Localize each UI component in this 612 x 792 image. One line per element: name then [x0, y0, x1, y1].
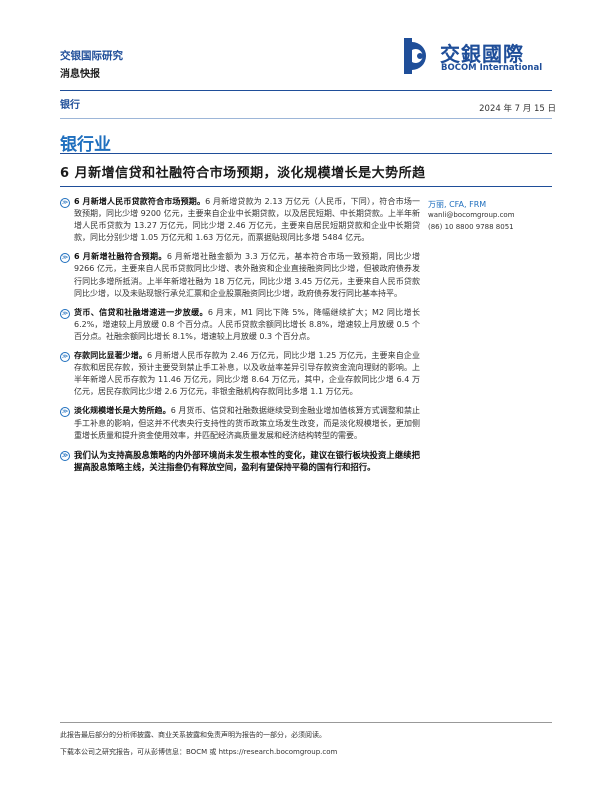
bullet-item: ≫ 淡化规模增长是大势所趋。6 月货币、信贷和社融数据继续受到金融业增加值核算方…	[60, 405, 420, 441]
research-brand: 交银国际研究	[60, 50, 123, 62]
analyst-email[interactable]: wanli@bocomgroup.com	[428, 211, 515, 219]
bullet-list: ≫ 6 月新增人民币贷款符合市场预期。6 月新增贷款为 2.13 万亿元（人民币…	[60, 196, 420, 474]
chevron-icon: ≫	[60, 450, 70, 461]
chevron-icon: ≫	[60, 308, 70, 319]
disclaimer-text: 此报告最后部分的分析师披露、商业关系披露和免责声明为报告的一部分，必须阅读。	[60, 731, 326, 739]
download-info: 下载本公司之研究报告，可从彭博信息：BOCM 或 https://researc…	[60, 748, 338, 756]
bullet-lead: 存款同比显著少增。	[74, 351, 148, 361]
bullet-lead: 6 月新增社融符合预期。	[74, 252, 167, 262]
bullet-lead: 货币、信贷和社融增速进一步放缓。	[74, 307, 208, 317]
bullet-body: 6 月末，M1 同比下降 5%，降幅继续扩大；M2 同比增长 6.2%，增速较上…	[74, 307, 420, 341]
industry-title: 银行业	[60, 135, 111, 155]
report-type: 消息快报	[60, 69, 100, 80]
bullet-body: 6 月新增贷款为 2.13 万亿元（人民币，下同），符合市场一致预期，同比少增 …	[74, 197, 420, 243]
analyst-name: 万丽, CFA, FRM	[428, 200, 487, 209]
conclusion-item: ≫ 我们认为支持高股息策略的内外部环境尚未发生根本性的变化，建议在银行板块投资上…	[60, 449, 420, 474]
report-date: 2024 年 7 月 15 日	[479, 104, 556, 114]
bullet-item: ≫ 6 月新增人民币贷款符合市场预期。6 月新增贷款为 2.13 万亿元（人民币…	[60, 196, 420, 244]
sector-label: 银行	[60, 100, 80, 111]
logo-english-name: BOCOM International	[441, 63, 543, 73]
footer-divider	[60, 722, 552, 723]
conclusion-text: 我们认为支持高股息策略的内外部环境尚未发生根本性的变化，建议在银行板块投资上继续…	[74, 449, 420, 473]
logo-chinese-name: 交銀國際	[440, 42, 524, 66]
bullet-item: ≫ 存款同比显著少增。6 月新增人民币存款为 2.46 万亿元，同比少增 1.2…	[60, 350, 420, 398]
title-divider	[60, 153, 552, 154]
analyst-phone: (86) 10 8800 9788 8051	[428, 223, 514, 231]
header-divider	[60, 90, 552, 91]
report-headline: 6 月新增信贷和社融符合市场预期，淡化规模增长是大势所趋	[60, 166, 426, 181]
bocom-logo-icon	[404, 38, 426, 74]
chevron-icon: ≫	[60, 352, 70, 363]
sector-divider	[60, 118, 552, 119]
bullet-body: 6 月新增社融金额为 3.3 万亿元，基本符合市场一致预期，同比少增 9266 …	[74, 252, 420, 298]
bullet-item: ≫ 6 月新增社融符合预期。6 月新增社融金额为 3.3 万亿元，基本符合市场一…	[60, 251, 420, 299]
bullet-item: ≫ 货币、信贷和社融增速进一步放缓。6 月末，M1 同比下降 5%，降幅继续扩大…	[60, 307, 420, 343]
bullet-body: 6 月新增人民币存款为 2.46 万亿元，同比少增 1.25 万亿元，主要来自企…	[74, 351, 420, 397]
bullet-lead: 6 月新增人民币贷款符合市场预期。	[74, 197, 206, 206]
bullet-lead: 淡化规模增长是大势所趋。	[74, 406, 171, 416]
bullet-body: 6 月货币、信贷和社融数据继续受到金融业增加值核算方式调整和禁止手工补息的影响，…	[74, 406, 421, 440]
headline-divider	[60, 186, 552, 187]
chevron-icon: ≫	[60, 198, 70, 208]
chevron-icon: ≫	[60, 407, 70, 418]
chevron-icon: ≫	[60, 253, 70, 264]
